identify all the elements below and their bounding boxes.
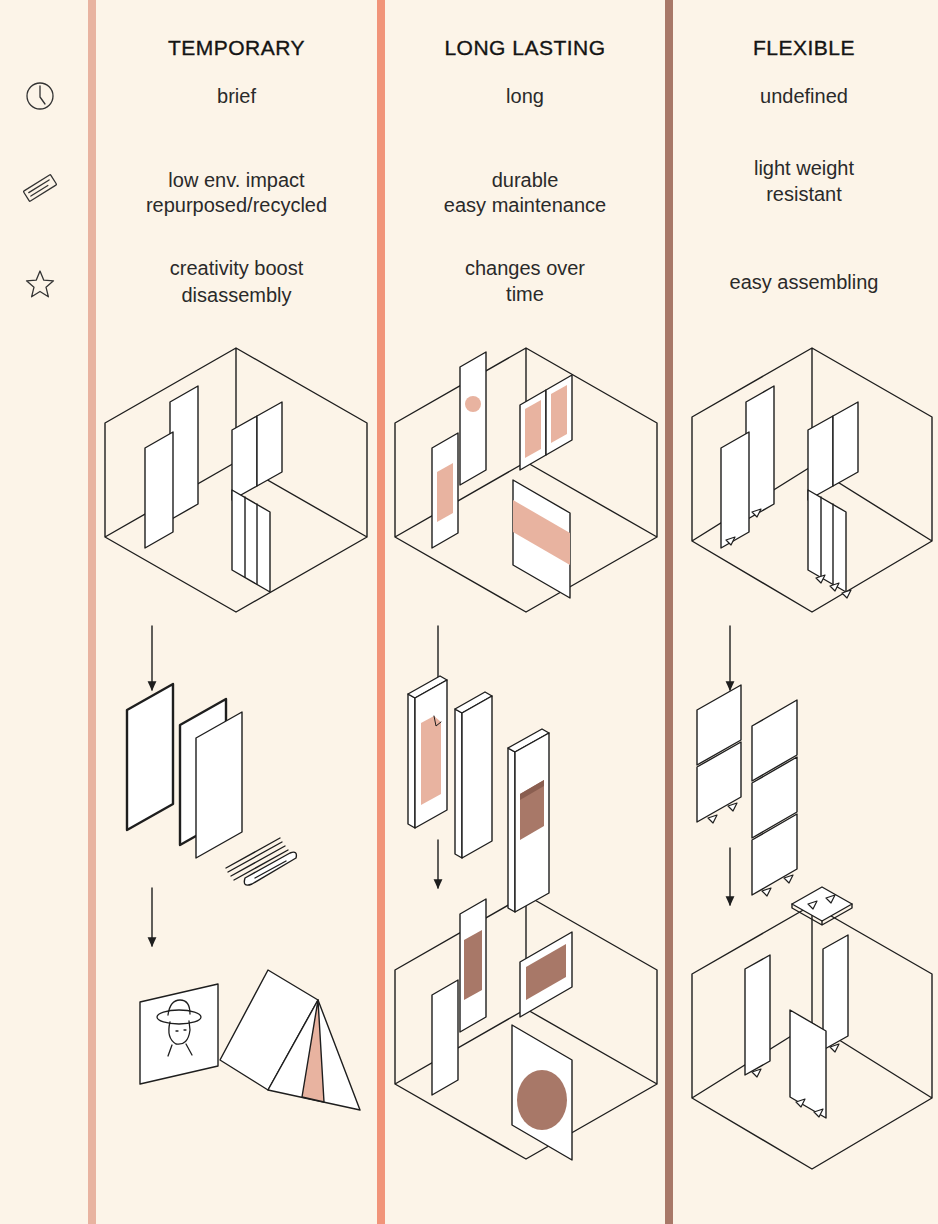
- step-arrows: [152, 626, 730, 946]
- property-text: durable: [390, 167, 660, 193]
- property-text: creativity boost: [101, 255, 372, 281]
- column-heading: TEMPORARY: [101, 35, 372, 61]
- panels: [432, 899, 572, 1160]
- property-text: easy maintenance: [390, 192, 660, 218]
- property-text: undefined: [678, 83, 930, 109]
- panels: [145, 386, 282, 592]
- property-text: easy assembling: [678, 269, 930, 295]
- column-band: TEMPORARY brief low env. impactrepurposed/…: [96, 0, 377, 320]
- column-band: LONG LASTING long durableeasy maintenance c…: [385, 0, 665, 320]
- property-text: brief: [101, 83, 372, 109]
- column-heading: FLEXIBLE: [678, 35, 930, 61]
- flat-panels: [697, 685, 852, 925]
- panel-feet: [726, 509, 851, 598]
- row-icons: [23, 83, 56, 297]
- room-cube: [105, 348, 932, 1169]
- panels: [721, 386, 858, 592]
- panels: [432, 352, 572, 598]
- thick-panels: [408, 676, 549, 912]
- property-text: changes over time: [450, 255, 600, 307]
- property-text: low env. impact: [101, 167, 372, 193]
- property-text: light weight: [678, 155, 930, 181]
- property-text: resistant: [678, 181, 930, 207]
- property-text: repurposed/recycled: [101, 192, 372, 218]
- column-band: FLEXIBLE undefined light weightresistant ea…: [673, 0, 935, 320]
- column-bars: [88, 0, 673, 1224]
- column-heading: LONG LASTING: [390, 35, 660, 61]
- panels: [745, 935, 848, 1118]
- property-text: long: [390, 83, 660, 109]
- property-text: disassembly: [101, 282, 372, 308]
- repurposed-items: [140, 970, 360, 1110]
- disassembled-panels: [127, 684, 296, 885]
